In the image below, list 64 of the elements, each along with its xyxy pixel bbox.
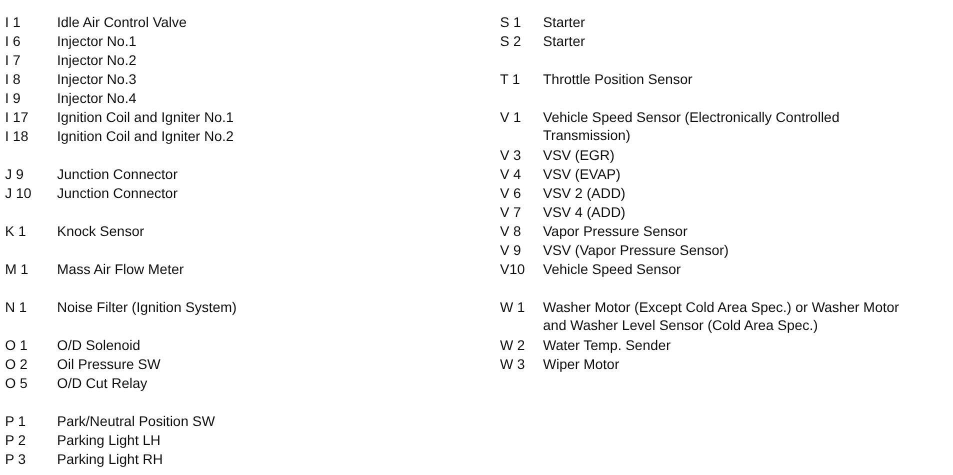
component-code: N 1 (5, 298, 28, 316)
component-code: V 7 (500, 203, 522, 221)
component-name: Ignition Coil and Igniter No.1 (57, 108, 235, 126)
component-code: O 1 (5, 336, 29, 354)
component-code: P 3 (5, 450, 27, 468)
component-name: Park/Neutral Position SW (57, 412, 216, 430)
component-name: Knock Sensor (57, 222, 146, 240)
component-name: Parking Light LH (57, 431, 162, 449)
component-code: O 2 (5, 355, 29, 373)
component-name: Injector No.4 (57, 89, 138, 107)
component-code: V10 (500, 260, 526, 278)
component-code: V 1 (500, 108, 522, 126)
component-name: Injector No.1 (57, 32, 138, 50)
component-name: Oil Pressure SW (57, 355, 162, 373)
component-code: I 7 (5, 51, 22, 69)
component-code: J 9 (5, 165, 25, 183)
component-code: T 1 (500, 70, 521, 88)
component-code: I 6 (5, 32, 22, 50)
component-name: Vapor Pressure Sensor (543, 222, 688, 240)
component-code: K 1 (5, 222, 28, 240)
component-name: Mass Air Flow Meter (57, 260, 185, 278)
component-code: I 8 (5, 70, 22, 88)
component-code: I 18 (5, 127, 30, 145)
component-code: S 2 (500, 32, 522, 50)
component-name: Parking Light RH (57, 450, 164, 468)
component-code: W 2 (500, 336, 526, 354)
component-code: O 5 (5, 374, 29, 392)
component-name: Injector No.3 (57, 70, 138, 88)
component-name: Washer Motor (Except Cold Area Spec.) or Washer Motor and Washer Level Sensor (Cold Area Spec.) (543, 298, 900, 334)
component-name: Noise Filter (Ignition System) (57, 298, 238, 316)
component-code: I 9 (5, 89, 22, 107)
component-code: J 10 (5, 184, 32, 202)
component-name: Wiper Motor (543, 355, 620, 373)
component-code: V 6 (500, 184, 522, 202)
component-code: I 17 (5, 108, 30, 126)
component-name: Water Temp. Sender (543, 336, 672, 354)
component-code: S 1 (500, 13, 522, 31)
component-code: I 1 (5, 13, 22, 31)
component-code: V 4 (500, 165, 522, 183)
component-name: VSV (Vapor Pressure Sensor) (543, 241, 730, 259)
component-name: Junction Connector (57, 165, 179, 183)
component-code: V 3 (500, 146, 522, 164)
component-code: W 3 (500, 355, 526, 373)
component-name: Starter (543, 32, 586, 50)
component-name: Vehicle Speed Sensor (Electronically Controlled Transmission) (543, 108, 840, 144)
component-code: P 2 (5, 431, 27, 449)
component-name: Throttle Position Sensor (543, 70, 694, 88)
component-name: O/D Solenoid (57, 336, 142, 354)
component-name: Junction Connector (57, 184, 179, 202)
component-code: V 9 (500, 241, 522, 259)
component-code: W 1 (500, 298, 526, 316)
component-name: O/D Cut Relay (57, 374, 148, 392)
component-code: M 1 (5, 260, 30, 278)
component-name: Idle Air Control Valve (57, 13, 188, 31)
component-name: VSV 4 (ADD) (543, 203, 626, 221)
component-name: Vehicle Speed Sensor (543, 260, 682, 278)
component-name: VSV (EGR) (543, 146, 616, 164)
component-name: Starter (543, 13, 586, 31)
component-name: VSV 2 (ADD) (543, 184, 626, 202)
component-code: V 8 (500, 222, 522, 240)
component-name: VSV (EVAP) (543, 165, 622, 183)
component-code: P 1 (5, 412, 27, 430)
component-name: Ignition Coil and Igniter No.2 (57, 127, 235, 145)
component-name: Injector No.2 (57, 51, 138, 69)
